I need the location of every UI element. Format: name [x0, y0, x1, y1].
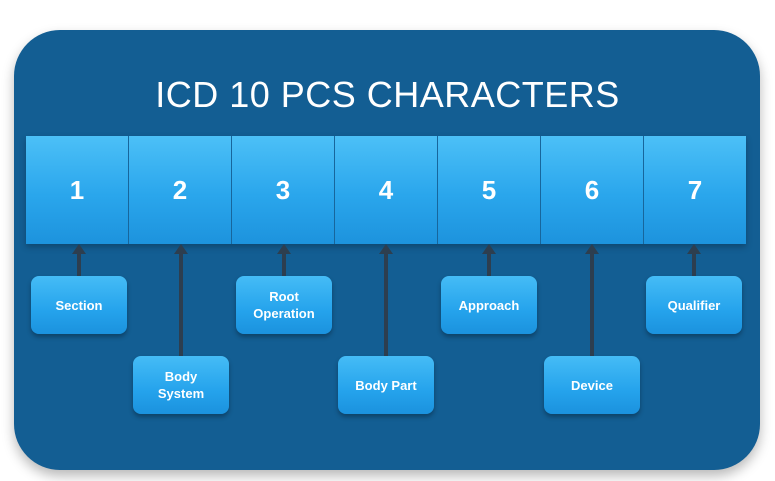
label-body-part: Body Part: [338, 356, 434, 414]
character-cell-6: 6: [541, 136, 644, 244]
character-cell-4: 4: [335, 136, 438, 244]
diagram-title: ICD 10 PCS CHARACTERS: [155, 74, 620, 115]
label-body-system: Body System: [133, 356, 229, 414]
connector-arrow-7: [687, 244, 701, 276]
label-root-operation: Root Operation: [236, 276, 332, 334]
character-cell-7: 7: [644, 136, 746, 244]
character-row: 1 2 3 4 5 6 7: [26, 136, 746, 244]
connector-arrow-1: [72, 244, 86, 276]
connector-arrow-4: [379, 244, 393, 356]
character-cell-2: 2: [129, 136, 232, 244]
character-cell-3: 3: [232, 136, 335, 244]
label-device: Device: [544, 356, 640, 414]
connector-arrow-5: [482, 244, 496, 276]
connector-arrow-3: [277, 244, 291, 276]
connector-arrow-2: [174, 244, 188, 356]
label-section: Section: [31, 276, 127, 334]
character-cell-1: 1: [26, 136, 129, 244]
label-approach: Approach: [441, 276, 537, 334]
character-cell-5: 5: [438, 136, 541, 244]
label-qualifier: Qualifier: [646, 276, 742, 334]
connector-arrow-6: [585, 244, 599, 356]
